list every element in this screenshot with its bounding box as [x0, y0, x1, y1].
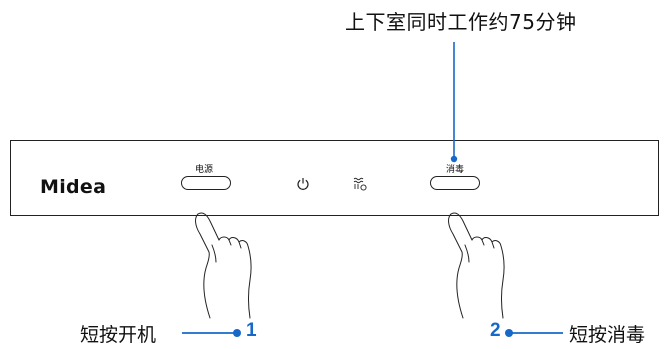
- callout-1-text: 短按开机: [80, 324, 157, 346]
- callout-2-dot: [505, 329, 513, 337]
- callout-1-number: 1: [246, 320, 257, 341]
- hand-illustration-right: [448, 212, 505, 319]
- callout-2-number: 2: [490, 320, 501, 341]
- sterilize-button[interactable]: [430, 176, 480, 190]
- sterilize-button-label: 消毒: [446, 165, 465, 175]
- callout-2-text: 短按消毒: [569, 324, 646, 346]
- power-button-label: 电源: [195, 165, 214, 175]
- top-leader-dot: [450, 155, 458, 163]
- duration-note: 上下室同时工作约75分钟: [345, 10, 577, 34]
- power-icon: [297, 178, 309, 190]
- power-button[interactable]: [181, 176, 231, 190]
- control-panel: [10, 140, 659, 216]
- brand-logo: Midea: [40, 176, 107, 198]
- hand-illustration-left: [195, 212, 252, 319]
- callout-1-dot: [233, 329, 241, 337]
- sterilize-icon: [353, 177, 367, 191]
